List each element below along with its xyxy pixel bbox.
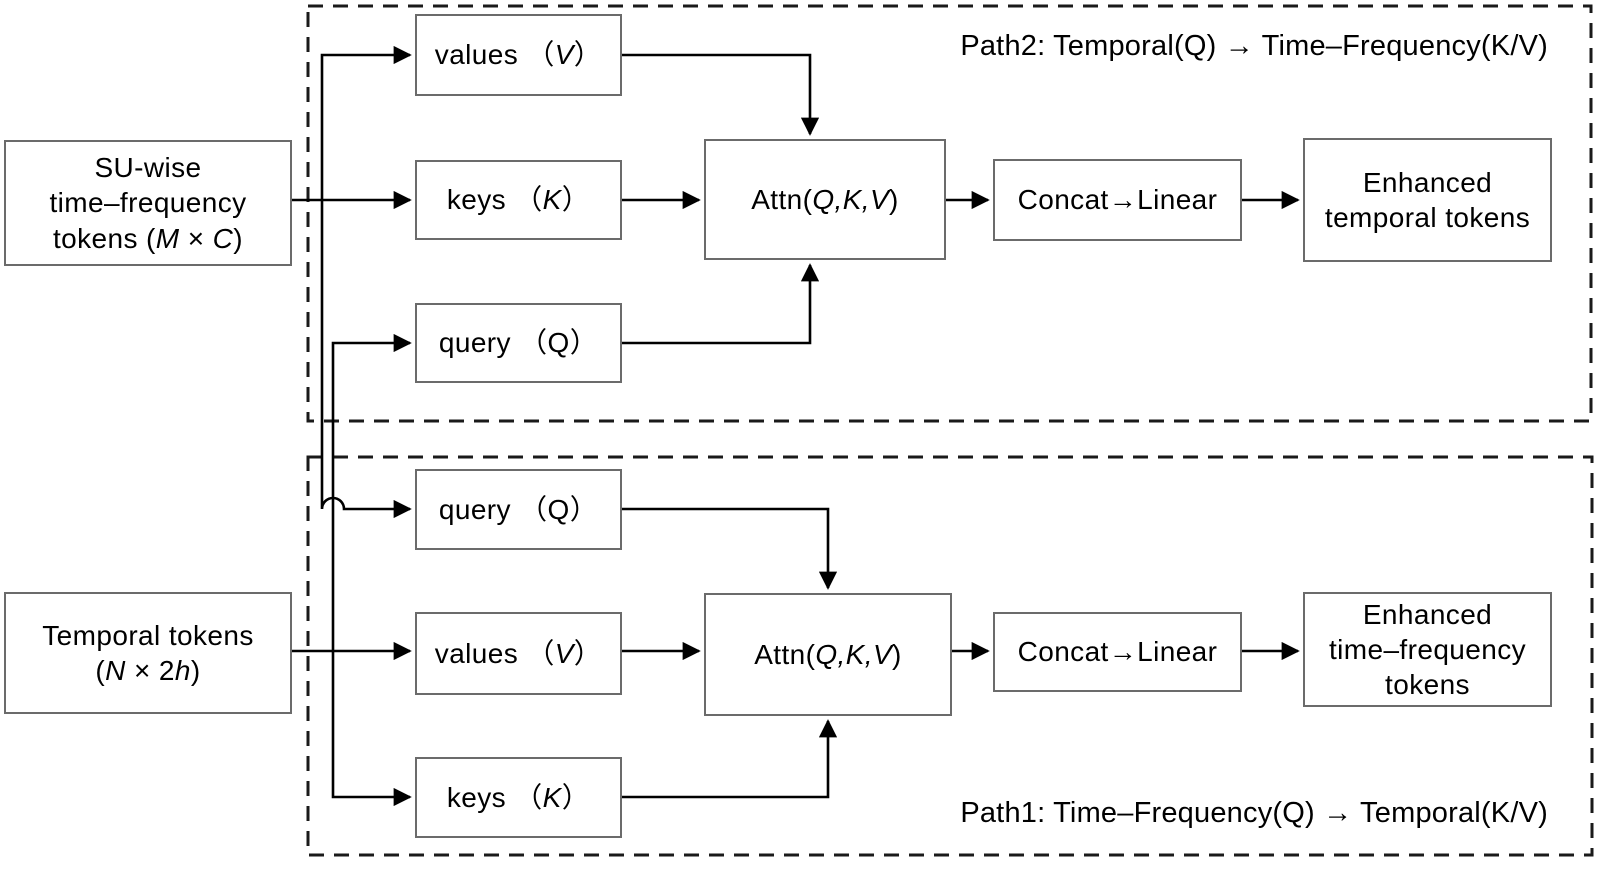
temporal-tokens-box: Temporal tokens(N × 2h) xyxy=(4,592,292,714)
path1-label: Path1: Time–Frequency(Q) → Temporal(K/V) xyxy=(960,797,1548,829)
attn-box-top: Attn(Q,K,V) xyxy=(704,139,946,260)
arrow-query-to-attn-top xyxy=(622,263,820,345)
query-box-bottom: query （Q） xyxy=(415,469,622,550)
attn-box-bottom: Attn(Q,K,V) xyxy=(704,593,952,716)
path2-label: Path2: Temporal(Q) → Time–Frequency(K/V) xyxy=(960,30,1548,62)
values-box-bottom: values （V） xyxy=(415,612,622,695)
arrow-su-to-query-bottom xyxy=(320,200,412,519)
arrow-values-to-attn-top xyxy=(622,53,820,136)
arrow-query-to-attn-bottom xyxy=(622,507,838,590)
arrow-su-to-values-top xyxy=(320,45,412,200)
arrow-temporal-to-query-top xyxy=(331,333,412,651)
concat-linear-box-bottom: Concat→Linear xyxy=(993,612,1242,692)
arrow-temporal-to-keys-bottom xyxy=(331,651,412,807)
values-box-top: values （V） xyxy=(415,14,622,96)
concat-linear-box-top: Concat→Linear xyxy=(993,159,1242,241)
arrow-keys-to-attn-bottom xyxy=(622,719,838,799)
path1-boundary xyxy=(306,455,1594,857)
path2-boundary xyxy=(306,4,1593,423)
keys-box-top: keys （K） xyxy=(415,160,622,240)
query-box-top: query （Q） xyxy=(415,303,622,383)
keys-box-bottom: keys （K） xyxy=(415,757,622,838)
